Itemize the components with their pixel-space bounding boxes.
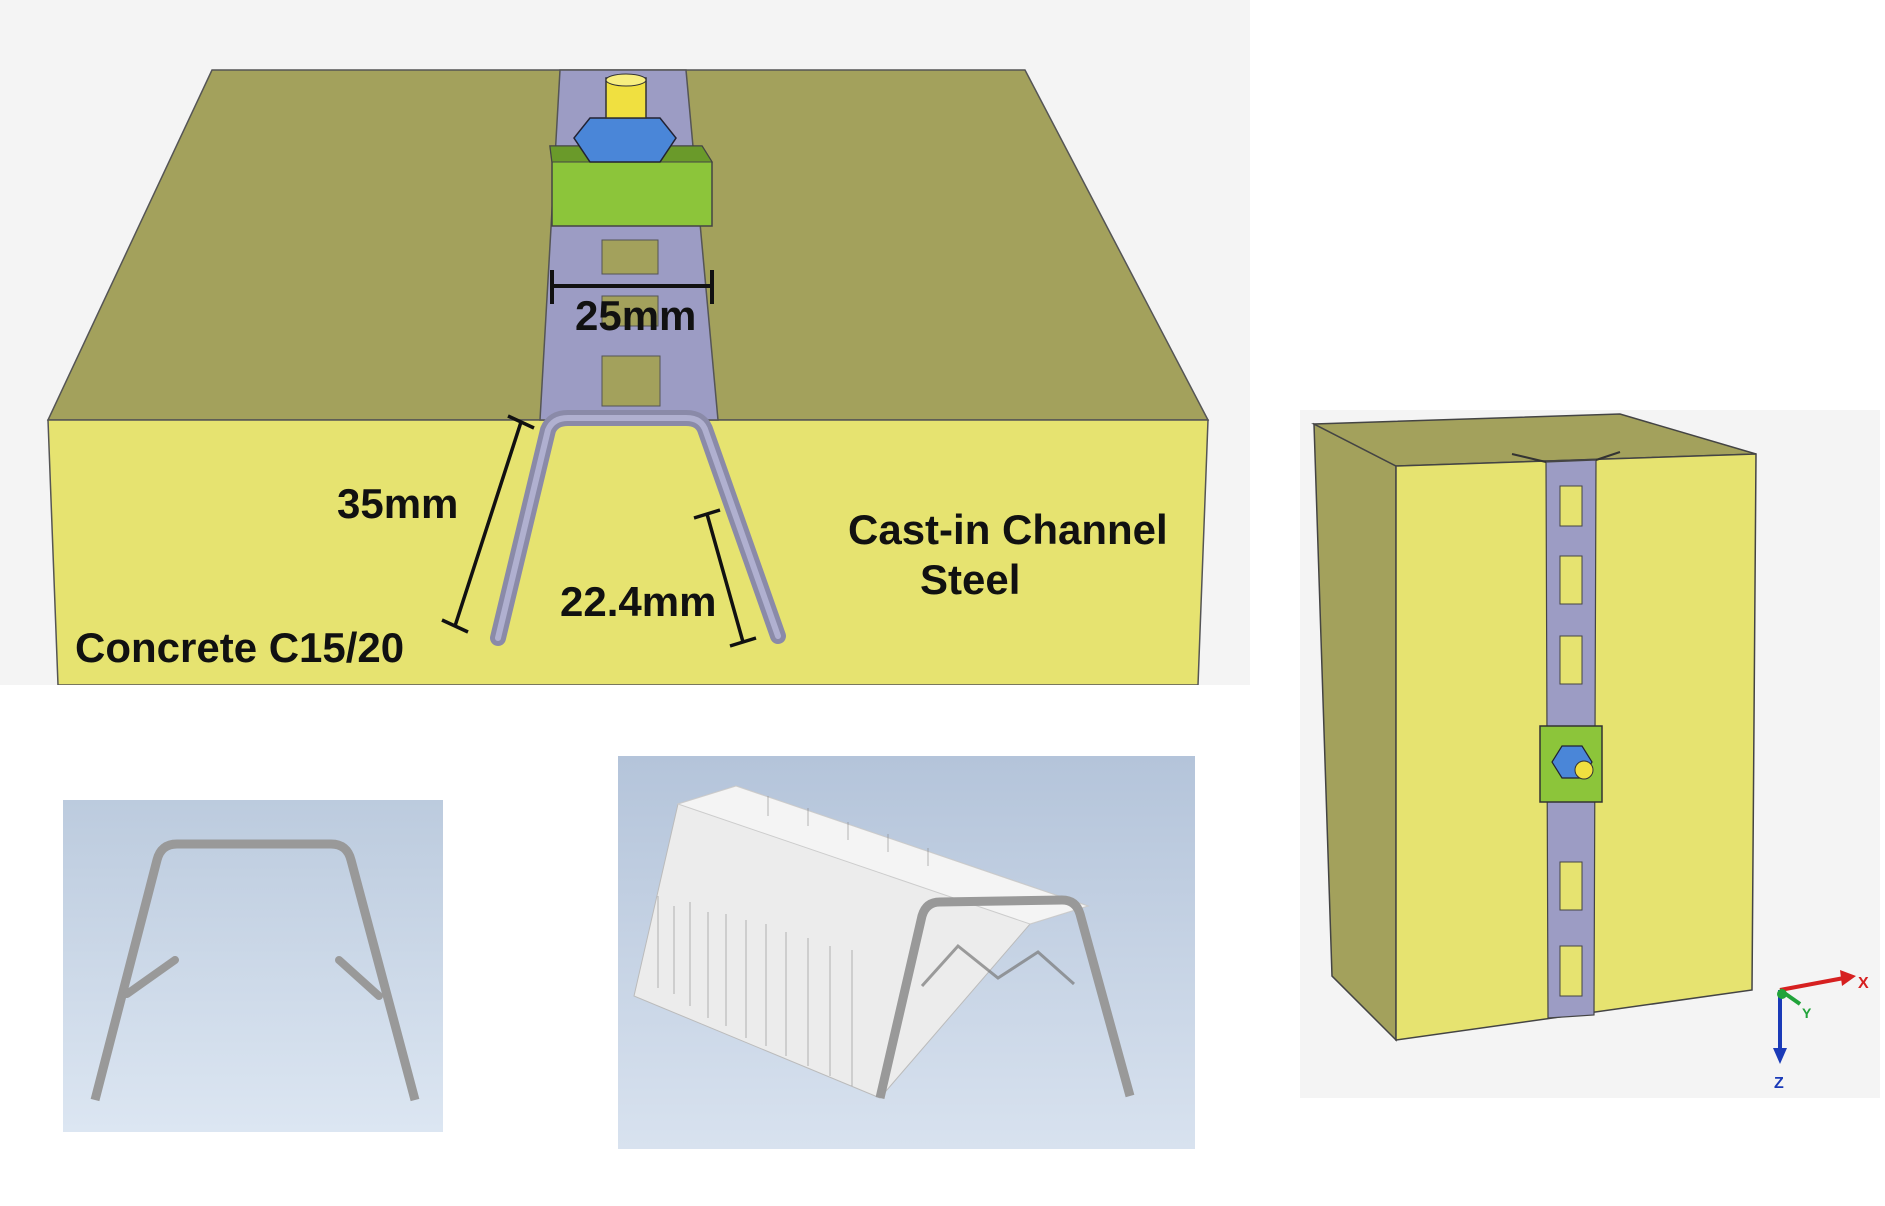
depth-label: 35mm <box>337 480 458 527</box>
concrete-label: Concrete C15/20 <box>75 624 404 671</box>
anchor-leg-left <box>123 956 179 998</box>
hex-nut <box>573 117 677 163</box>
leg-dimension <box>693 508 757 648</box>
channel-top-face <box>676 785 1090 925</box>
depth-dimension <box>441 414 535 634</box>
concrete-front-face <box>47 419 1209 685</box>
profile-drawing <box>90 839 420 1102</box>
main-view-drawing: 25mm 35mm 22.4mm Concrete C15/20 Cast-in… <box>46 69 1210 685</box>
axis-x-label: X <box>1858 975 1869 992</box>
channel-profile-view <box>63 800 443 1132</box>
main-annotated-view: 25mm 35mm 22.4mm Concrete C15/20 Cast-in… <box>0 0 1250 685</box>
axis-triad: X Y Z <box>1773 970 1869 1092</box>
strip-hole <box>1559 861 1583 911</box>
channel-label-line2: Steel <box>920 556 1020 603</box>
channel-end-profile <box>875 895 1135 1100</box>
axis-y-label: Y <box>1802 1005 1812 1021</box>
channel-hole <box>601 239 659 275</box>
block-left-face <box>1313 422 1397 1042</box>
strip-hole <box>1559 635 1583 685</box>
channel-label-line1: Cast-in Channel <box>848 506 1168 553</box>
leg-label: 22.4mm <box>560 578 716 625</box>
block-3d-view: X Y Z <box>1300 410 1880 1098</box>
block-bolt <box>1574 760 1594 780</box>
strip-hole <box>1559 555 1583 605</box>
anchor-leg-right <box>335 956 383 1000</box>
channel-hole <box>601 295 659 327</box>
block-3d-drawing: X Y Z <box>1311 413 1869 1092</box>
width-dimension <box>550 270 714 304</box>
channel-hole <box>601 355 661 407</box>
channel-3d-view <box>618 756 1195 1149</box>
axis-z-label: Z <box>1774 1075 1784 1092</box>
strip-hole <box>1559 945 1583 997</box>
channel-3d-drawing <box>633 785 1135 1100</box>
strip-hole <box>1559 485 1583 527</box>
width-label: 25mm <box>575 292 696 339</box>
channel-profile-line <box>90 839 420 1102</box>
